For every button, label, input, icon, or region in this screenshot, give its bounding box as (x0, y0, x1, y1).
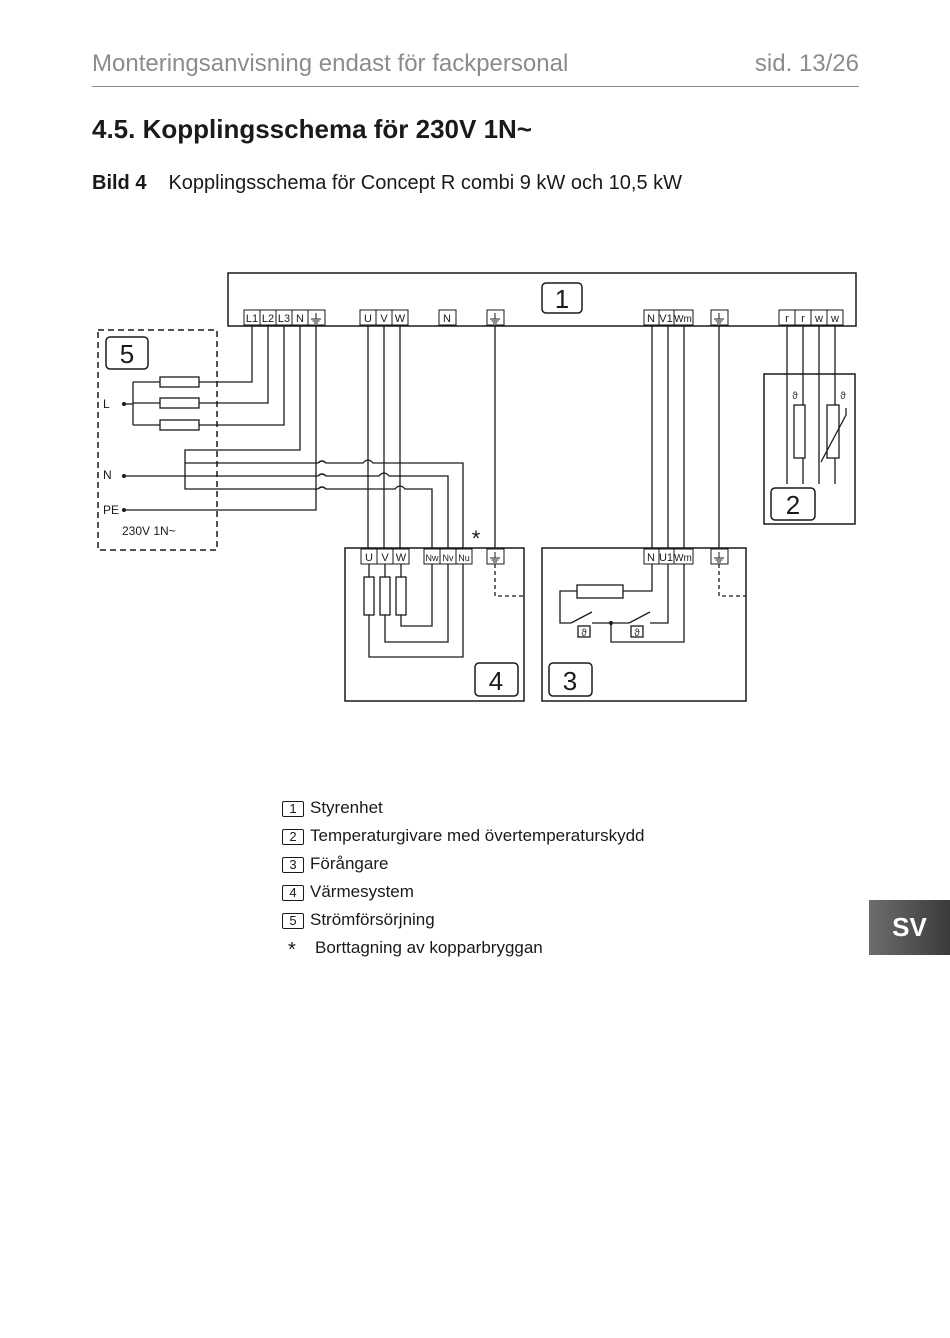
legend-num: 2 (282, 829, 304, 845)
resistor-icon (576, 584, 624, 599)
wiring-diagram: 1 5 2 4 3 L1 L2 L3 N U V W N N V1 Wm r (97, 272, 857, 702)
ground-icon (713, 551, 725, 563)
bridge-asterisk: * (472, 526, 481, 551)
fuse-icon (159, 419, 200, 431)
switch-icon (570, 611, 593, 624)
terminal-w1: w (814, 313, 823, 325)
terminal-r2: r (801, 313, 805, 325)
thermostat-icon: ϑ (792, 391, 798, 402)
page-header: Monteringsanvisning endast för fackperso… (92, 48, 859, 87)
figure-caption-text: Kopplingsschema för Concept R combi 9 kW… (168, 172, 683, 194)
legend-star: * (288, 939, 296, 961)
terminal3-wm: Wm (674, 553, 692, 564)
legend-text: Förångare (310, 854, 389, 873)
heating-system-box (344, 547, 525, 702)
control-unit-box (227, 272, 857, 327)
resistor-icon (363, 576, 375, 616)
section-title: 4.5. Kopplingsschema för 230V 1N~ (92, 114, 532, 144)
switch-icon (628, 611, 651, 624)
box-number-3: 3 (563, 666, 577, 696)
terminal3-u1: U1 (659, 552, 673, 564)
box-number-5: 5 (120, 339, 134, 369)
ground-icon (310, 312, 322, 324)
legend-num: 1 (282, 801, 304, 817)
terminal4-u: U (365, 552, 373, 564)
terminal-r1: r (785, 313, 789, 325)
thermistor-icon (793, 404, 806, 459)
fuse-icon (159, 376, 200, 388)
figure-label: Bild 4 (92, 172, 147, 194)
language-tab: SV (869, 900, 950, 955)
terminal4-nv: Nv (443, 553, 454, 563)
label-pe: PE (103, 503, 119, 517)
supply-voltage: 230V 1N~ (122, 524, 176, 538)
box-number-4: 4 (489, 666, 503, 696)
legend-num: 5 (282, 913, 304, 929)
terminal-wm: Wm (674, 314, 692, 325)
ground-icon (489, 551, 501, 563)
legend-text: Temperaturgivare med övertemperaturskydd (310, 826, 645, 845)
legend-text: Värmesystem (310, 882, 414, 901)
terminal4-nu: Nu (458, 553, 470, 563)
box-number-2: 2 (786, 490, 800, 520)
legend-text: Strömförsörjning (310, 910, 435, 929)
label-l: L (103, 397, 110, 411)
thermostat-icon: ϑ (840, 391, 846, 402)
terminal-v1: V1 (659, 313, 672, 325)
thermostat-icon: ϑ (581, 628, 587, 639)
terminal4-v: V (381, 552, 389, 564)
terminal-w: W (395, 313, 406, 325)
terminal-u: U (364, 313, 372, 325)
fuse-icon (159, 397, 200, 409)
terminal3-n: N (647, 552, 655, 564)
terminal-n2: N (443, 313, 451, 325)
terminal-l1: L1 (246, 313, 258, 325)
resistor-icon (395, 576, 407, 616)
figure-caption: Bild 4 Kopplingsschema för Concept R comb… (92, 172, 682, 195)
resistor-icon (379, 576, 391, 616)
thermostat-icon (577, 625, 591, 638)
legend-text: Styrenhet (310, 798, 383, 817)
terminal4-w: W (396, 552, 407, 564)
terminal-v: V (380, 313, 388, 325)
legend-note-text: Borttagning av kopparbryggan (315, 938, 543, 957)
terminal-n: N (296, 313, 304, 325)
box-number-1: 1 (555, 284, 569, 314)
terminal-l3: L3 (278, 313, 290, 325)
page-number: sid. 13/26 (754, 50, 859, 77)
header-title: Monteringsanvisning endast för fackperso… (92, 50, 569, 77)
ground-icon (489, 312, 501, 324)
terminal4-nw: Nw (426, 553, 439, 563)
terminal-n3: N (647, 313, 655, 325)
legend-num: 3 (282, 857, 304, 873)
thermostat-icon: ϑ (634, 628, 640, 639)
legend-num: 4 (282, 885, 304, 901)
label-n: N (103, 468, 112, 482)
ground-icon (713, 312, 725, 324)
temperature-sensor-box (763, 373, 856, 525)
thermostat-icon (630, 625, 644, 638)
terminal-l2: L2 (262, 313, 274, 325)
evaporator-box (541, 547, 747, 702)
terminal-w2: w (830, 313, 839, 325)
